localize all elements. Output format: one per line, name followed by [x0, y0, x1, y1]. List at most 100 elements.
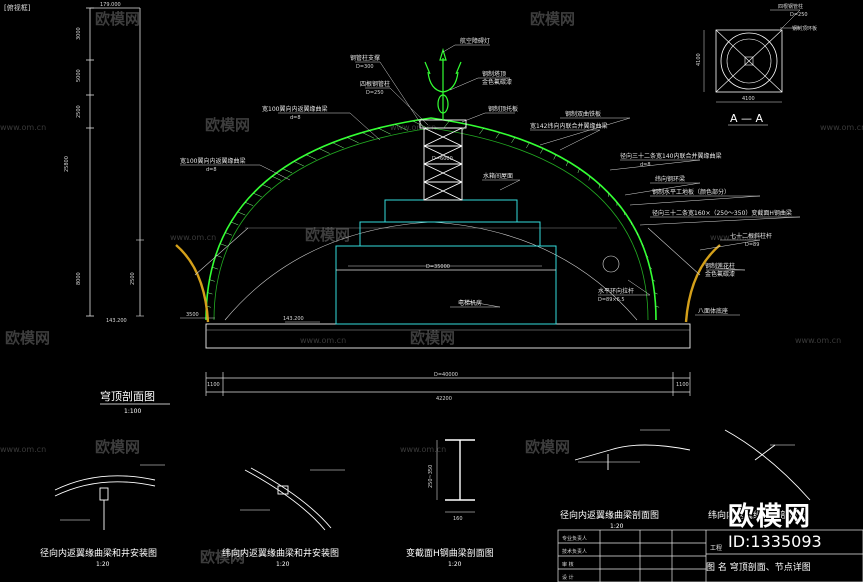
- plan-a-a: 四根钢管柱 D=250 钢制顶环板 4100 4100 A — A: [696, 3, 817, 126]
- dome-lattice-tick: [630, 221, 633, 225]
- callout: 钢制双曲铁板: [565, 110, 601, 118]
- plan-dim: 4100: [742, 96, 755, 102]
- dim-v: 2500: [130, 272, 136, 285]
- brand-logo: 欧模网 ID:1335093: [726, 496, 860, 556]
- dome-lattice-tick: [652, 279, 656, 282]
- watermark-url: www.om.cn: [820, 123, 863, 132]
- dome-lattice-tick: [553, 154, 557, 160]
- tb-row: 审 核: [562, 561, 574, 568]
- tb-project: 工程: [710, 544, 722, 552]
- dome-lattice-tick: [495, 132, 500, 139]
- detail-dim: 160: [453, 516, 463, 522]
- dome-lattice-tick: [646, 254, 649, 258]
- detail-scale: 1:20: [610, 523, 624, 530]
- dome-lattice-tick: [540, 148, 544, 154]
- dome-lattice-tick: [209, 279, 215, 282]
- dome-lattice-tick: [598, 184, 600, 189]
- dome-lattice-tick: [253, 192, 262, 197]
- tower-size: D=6000: [432, 156, 453, 162]
- dome-lattice-tick: [412, 120, 426, 128]
- watermark-brand: 欧模网: [530, 10, 575, 28]
- dome-lattice-tick: [332, 142, 344, 149]
- detail-scale: 1:20: [276, 561, 290, 568]
- callout-spec: d=8: [206, 167, 217, 173]
- dome-lattice-tick: [271, 176, 282, 181]
- plan-dim: 4100: [696, 53, 702, 66]
- callout: 水平环向拉杆: [598, 287, 634, 295]
- dome-lattice-tick: [282, 168, 293, 174]
- callout: 宽142纬向内联合并翼缘曲梁: [530, 122, 607, 130]
- dim-v: 3000: [76, 27, 82, 40]
- dome-lattice-tick: [225, 232, 233, 236]
- watermark-url: www.om.cn: [710, 233, 756, 242]
- watermark-brand: 欧模网: [200, 548, 245, 566]
- dim-d-outer: D=40000: [434, 372, 458, 378]
- callout: 钢制莲花柱: [705, 262, 735, 270]
- callout: 径向三十二条宽140内联合并翼缘曲梁: [620, 152, 721, 160]
- elevation-center: 143.200: [283, 316, 304, 322]
- callout: 电梯机房: [458, 299, 482, 307]
- dome-section: 179.000 3000 5000 2500 25800 8000 2500: [64, 2, 801, 415]
- watermark-brand: 欧模网: [205, 116, 250, 134]
- detail-title: 径向内返翼缘曲梁剖面图: [560, 509, 659, 521]
- callout: 钢制塔顶: [482, 70, 506, 78]
- dome-lattice-tick: [636, 232, 639, 236]
- callout: 四根钢管柱: [360, 80, 390, 88]
- callout: 宽100翼向内返翼缘曲梁: [262, 105, 327, 113]
- dome-lattice-tick: [588, 176, 591, 181]
- title-block-texts: 专业负责人 技术负责人 审 核 设 计 工程: [562, 535, 722, 581]
- watermark-brand: 欧模网: [5, 329, 50, 347]
- dim-span: 42200: [436, 396, 452, 402]
- dim-d-inner: D=35000: [426, 264, 450, 270]
- detail-texts: 250~350 160 径向内返翼缘曲梁和井安装图 1:20 纬向内返翼缘曲梁和…: [40, 465, 807, 568]
- callout: 七十二根斜柱杆: [730, 232, 772, 240]
- watermark-url: www.om.cn: [390, 123, 436, 132]
- watermark-url: www.om.cn: [170, 233, 216, 242]
- dome-lattice-tick: [511, 137, 516, 143]
- callout-spec: d=8: [290, 115, 301, 121]
- dome-lattice-tick: [230, 221, 239, 226]
- watermark-brand: 欧模网: [410, 329, 455, 347]
- callout: 水箱间屋面: [483, 172, 513, 180]
- dim-side-left: 1100: [207, 382, 220, 388]
- dome-lattice-tick: [378, 127, 391, 135]
- callout-spec: D=89×6.5: [598, 297, 625, 303]
- watermark-url: www.om.cn: [300, 336, 346, 345]
- tb-drawing-name: 图 名 穹顶剖面、节点详图: [706, 563, 811, 573]
- corner-label: [俯视框]: [4, 4, 31, 12]
- callout: 纬向钢环梁: [655, 175, 685, 183]
- tb-row: 专业负责人: [562, 535, 587, 542]
- callout: 金色氟碳漆: [482, 78, 512, 86]
- dome-lattice-tick: [526, 142, 530, 149]
- callout: 钢管柱支撑: [350, 54, 380, 62]
- dim-v: 5000: [76, 69, 82, 82]
- detail-title: 纬向内返翼缘曲梁剖面图: [708, 509, 807, 521]
- elevation-left: 143.200: [106, 318, 127, 324]
- watermark-url: www.om.cn: [795, 336, 841, 345]
- watermark-brand: 欧模网: [95, 438, 140, 456]
- dome-lattice-tick: [479, 128, 484, 135]
- dome-lattice-tick: [444, 120, 450, 128]
- dim-v: 2500: [76, 105, 82, 118]
- detail-title: 变截面H钢曲梁剖面图: [406, 547, 494, 559]
- detail-dim: 250~350: [428, 465, 434, 488]
- dim-v: 8000: [76, 272, 82, 285]
- plan-callout: 钢制顶环板: [792, 25, 817, 32]
- callout-spec: D=250: [366, 90, 384, 96]
- dome-lattice-tick: [305, 154, 317, 160]
- logo-name: 欧模网: [728, 502, 813, 532]
- dome-lattice-tick: [654, 292, 658, 295]
- tb-row: 技术负责人: [562, 548, 587, 555]
- callout-spec: D=300: [356, 64, 374, 70]
- dome-lattice-tick: [237, 211, 246, 216]
- plan-callout: 四根钢管柱: [778, 3, 803, 10]
- tb-row: 设 计: [562, 574, 574, 581]
- dome-lattice-tick: [394, 124, 408, 131]
- dome-lattice-tick: [655, 305, 660, 308]
- detail-title: 径向内返翼缘曲梁和井安装图: [40, 547, 157, 559]
- watermark-brand: 欧模网: [525, 438, 570, 456]
- logo-id: ID:1335093: [728, 532, 822, 551]
- callout-spec: d=8: [640, 162, 651, 168]
- watermark-brand: 欧模网: [95, 10, 140, 28]
